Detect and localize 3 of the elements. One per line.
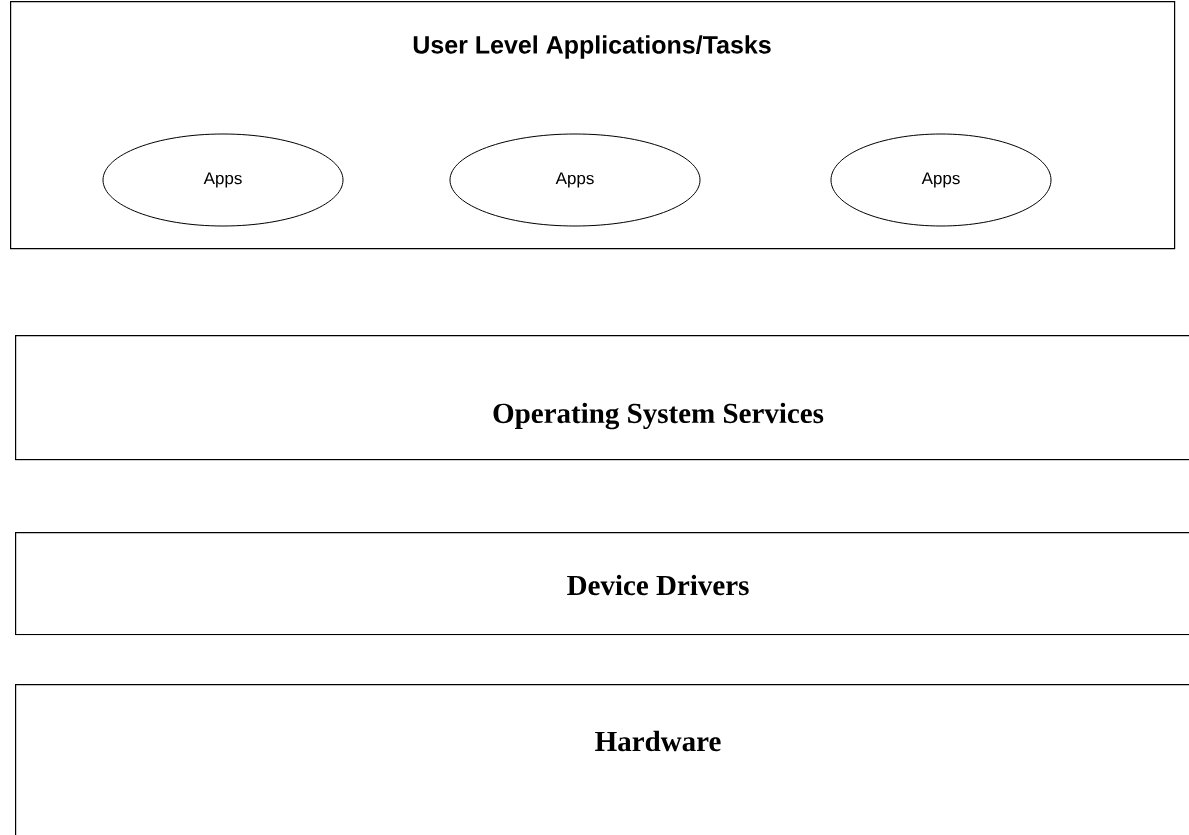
layer-box: Operating System Services [15, 335, 1189, 461]
layer-box: Hardware [15, 684, 1189, 835]
layer-box: Device Drivers [15, 532, 1189, 636]
